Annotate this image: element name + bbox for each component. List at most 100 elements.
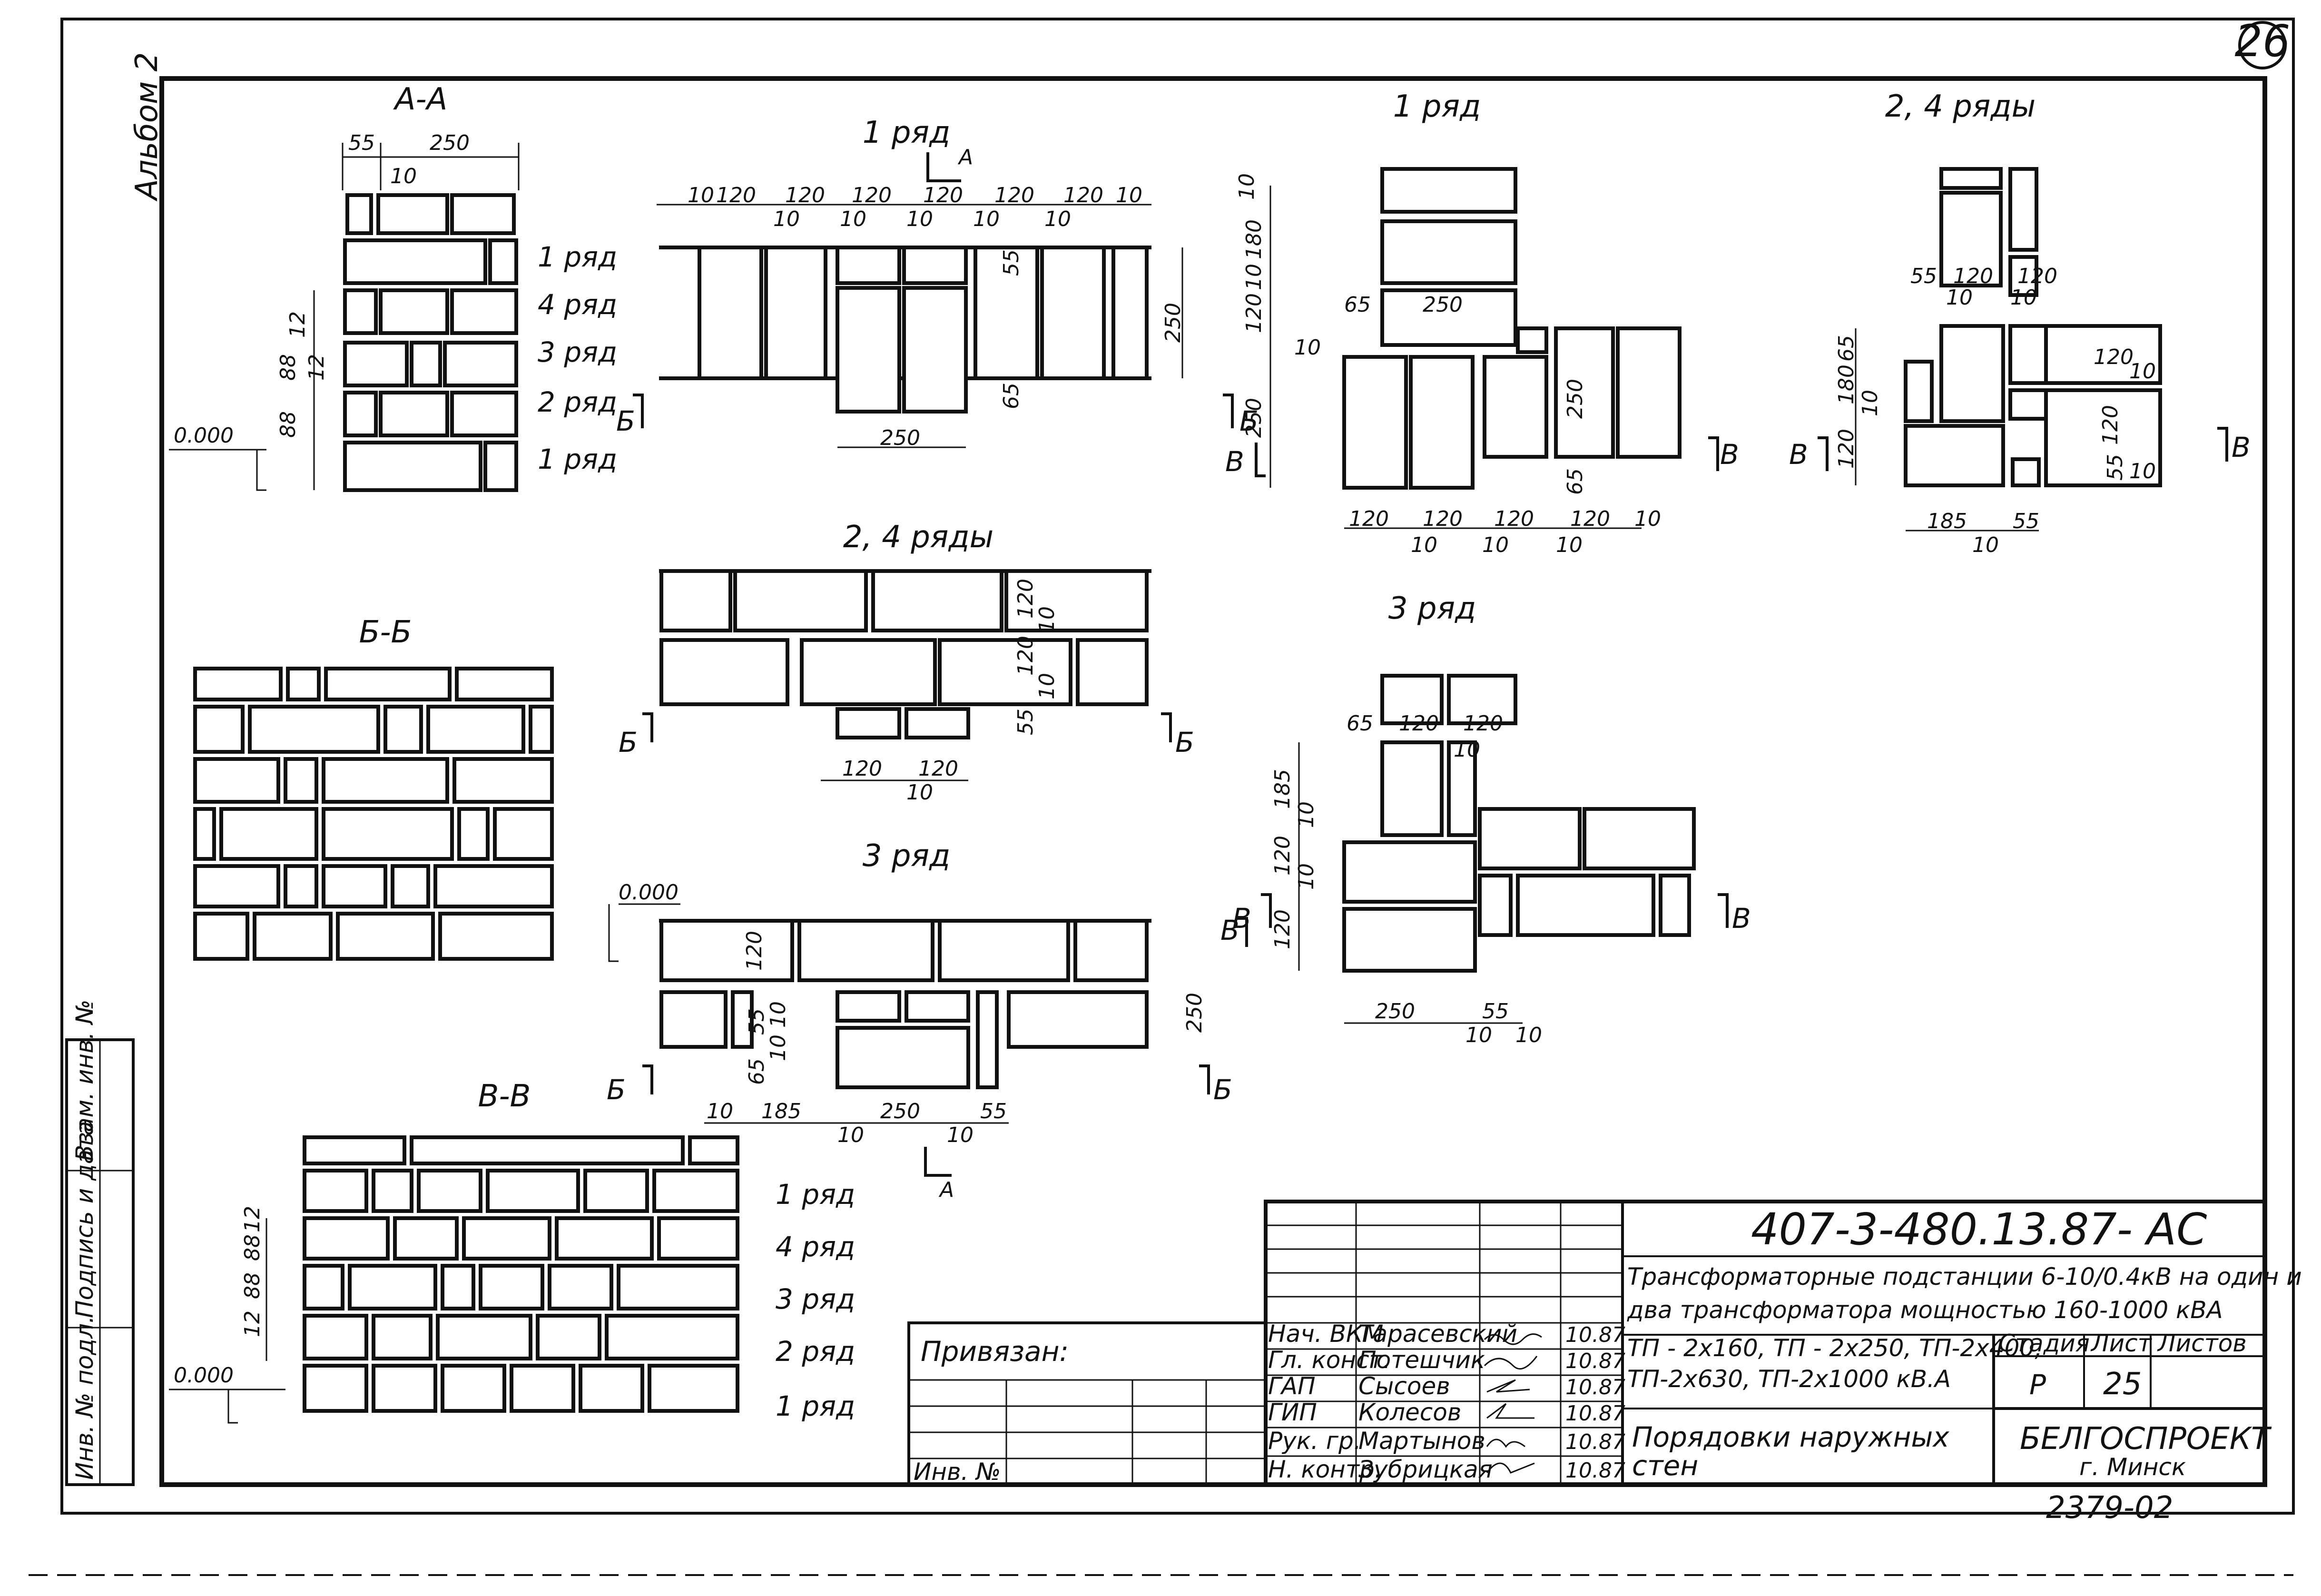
row1-left-cut: А bbox=[957, 145, 973, 169]
r3r-mark-1: В bbox=[1732, 902, 1751, 935]
tb-project-2: два трансформатора мощностью 160-1000 кВ… bbox=[1627, 1296, 2223, 1324]
r24r-mark-1: В bbox=[2232, 431, 2251, 463]
album-label: Альбом 2 bbox=[129, 52, 165, 202]
r1l-top-6: 120 bbox=[1063, 183, 1103, 207]
r1l-top-2: 120 bbox=[785, 183, 825, 207]
view-row3-right: 3 ряд 65 120 120 10 185 10 120 10 120 25… bbox=[1232, 591, 1751, 1047]
r3m-b1: 185 bbox=[761, 1099, 801, 1123]
r1r-side-2: 10 bbox=[1242, 264, 1266, 290]
tb-role-5: Н. контр. bbox=[1268, 1456, 1382, 1483]
row24-mid-title: 2, 4 ряды bbox=[843, 520, 993, 555]
view-aa: А-А 55 250 10 1 ряд 4 ряд 3 ряд 2 ряд 1 … bbox=[169, 82, 644, 492]
r24m-d1: 10 bbox=[1035, 606, 1059, 633]
view-vv-title: В-В bbox=[478, 1079, 531, 1114]
r3r-b0: 250 bbox=[1375, 999, 1415, 1024]
r1l-gap-3: 10 bbox=[973, 207, 1000, 231]
r3m-d4: 65 bbox=[745, 1058, 769, 1085]
tb-inv-label: Инв. № bbox=[914, 1458, 1001, 1486]
tb-number-below: 2379-02 bbox=[2046, 1490, 2173, 1526]
r1r-inner-3: 65 bbox=[1563, 468, 1587, 495]
r1l-top-4: 120 bbox=[923, 183, 963, 207]
r1l-bottom: 250 bbox=[880, 426, 920, 450]
r24r-d6: 180 bbox=[1834, 365, 1859, 404]
vv-row-label-2: 4 ряд bbox=[776, 1231, 855, 1263]
tb-date-5: 10.87 bbox=[1565, 1458, 1625, 1483]
r1l-gap-4: 10 bbox=[1044, 207, 1071, 231]
r1r-side-4: 10 bbox=[1294, 335, 1321, 360]
tb-variants-1: ТП - 2х160, ТП - 2х250, ТП-2х400, bbox=[1627, 1334, 2042, 1362]
r1l-mark-b: Б bbox=[1239, 405, 1259, 437]
r1r-inner-2: 250 bbox=[1563, 379, 1587, 419]
r3m-b5: 10 bbox=[947, 1123, 974, 1147]
aa-row-label-4: 2 ряд bbox=[538, 386, 617, 418]
r24m-d3: 10 bbox=[1035, 673, 1059, 699]
r24m-d5: 120 bbox=[842, 757, 882, 781]
r3m-d1: 250 bbox=[1182, 993, 1207, 1033]
r24m-d6: 120 bbox=[918, 757, 958, 781]
r24m-d7: 10 bbox=[906, 780, 933, 805]
r3r-d6: 120 bbox=[1270, 836, 1295, 876]
row1-right-title: 1 ряд bbox=[1393, 89, 1481, 124]
r24r-mark-0: В bbox=[1789, 438, 1808, 471]
r1l-side-65: 65 bbox=[999, 383, 1023, 409]
r3m-mark-0: В bbox=[1220, 914, 1239, 946]
tb-role-3: ГИП bbox=[1268, 1399, 1317, 1426]
title-block: Нач. ВКМ Тарасевский 10.87 Гл. конст. По… bbox=[907, 1200, 2302, 1526]
r3r-b3: 10 bbox=[1515, 1023, 1542, 1047]
view-row3-mid: 3 ряд 0.000 120 250 55 10 65 10 10 185 2… bbox=[607, 838, 1248, 1202]
vv-row-label-5: 1 ряд bbox=[776, 1390, 855, 1422]
r3m-b4: 10 bbox=[837, 1123, 864, 1147]
r1r-mark-1: В bbox=[1720, 438, 1739, 471]
r24r-d9: 120 bbox=[2094, 345, 2134, 369]
tb-date-3: 10.87 bbox=[1565, 1401, 1625, 1426]
r1r-mark-0: В bbox=[1225, 445, 1244, 478]
tb-sheet-no: 25 bbox=[2103, 1367, 2142, 1402]
tb-role-2: ГАП bbox=[1268, 1372, 1316, 1400]
side-stamp: Взам. инв. № Подпись и дата Инв. № подл. bbox=[65, 1000, 135, 1486]
dim-aa-12b: 12 bbox=[305, 354, 329, 381]
r1l-top-1: 120 bbox=[716, 183, 756, 207]
r1r-side-1: 180 bbox=[1242, 219, 1266, 259]
row3-mid-title: 3 ряд bbox=[863, 838, 950, 874]
tb-date-4: 10.87 bbox=[1565, 1430, 1625, 1454]
sheet-number: 26 bbox=[2234, 16, 2290, 67]
tb-sheet-name-1: Порядовки наружных bbox=[1632, 1421, 1949, 1453]
aa-row-label-2: 4 ряд bbox=[538, 288, 617, 321]
tb-sheet-name-2: стен bbox=[1632, 1449, 1698, 1482]
r24r-d5: 65 bbox=[1834, 335, 1859, 362]
vv-d2: 88 bbox=[240, 1234, 265, 1261]
r24r-b2: 10 bbox=[1972, 533, 1999, 557]
r1r-inner-0: 65 bbox=[1344, 293, 1371, 317]
tb-sheet-label: Лист bbox=[2090, 1330, 2153, 1357]
r24r-d0: 55 bbox=[1910, 264, 1937, 288]
r1r-bot-0: 120 bbox=[1349, 507, 1389, 531]
r24m-d4: 55 bbox=[1013, 709, 1038, 735]
r24r-d13: 10 bbox=[2129, 459, 2156, 483]
dim-aa-12a: 12 bbox=[285, 311, 310, 338]
r1l-top-5: 120 bbox=[994, 183, 1034, 207]
dim-aa-88a: 88 bbox=[276, 354, 300, 381]
dim-aa-250: 250 bbox=[430, 131, 470, 155]
tb-name-2: Сысоев bbox=[1358, 1372, 1450, 1400]
r24r-d3: 10 bbox=[1946, 286, 1973, 310]
r3r-d5: 10 bbox=[1294, 801, 1318, 828]
stamp-sign-date: Подпись и дата bbox=[71, 1121, 98, 1318]
r3r-d8: 120 bbox=[1270, 909, 1295, 949]
view-bb: Б-Б bbox=[193, 615, 554, 961]
vv-d0: 12 bbox=[240, 1310, 265, 1337]
r3r-d4: 185 bbox=[1270, 769, 1295, 809]
tb-date-0: 10.87 bbox=[1565, 1323, 1625, 1347]
tb-tied-label: Привязан: bbox=[921, 1335, 1069, 1368]
r3r-d2: 120 bbox=[1463, 711, 1503, 736]
tb-role-4: Рук. гр. bbox=[1268, 1427, 1361, 1455]
r1r-inner-1: 250 bbox=[1423, 293, 1463, 317]
r3m-mark-1: Б bbox=[607, 1074, 626, 1106]
r3m-d5: 10 bbox=[766, 1034, 790, 1061]
tb-role-1: Гл. конст. bbox=[1268, 1346, 1391, 1374]
r24m-d0: 120 bbox=[1013, 579, 1038, 619]
tb-project-1: Трансформаторные подстанции 6-10/0.4кВ н… bbox=[1627, 1263, 2302, 1291]
view-bb-title: Б-Б bbox=[359, 615, 412, 650]
tb-city: г. Минск bbox=[2079, 1453, 2186, 1481]
aa-section-mark: Б bbox=[616, 405, 635, 437]
